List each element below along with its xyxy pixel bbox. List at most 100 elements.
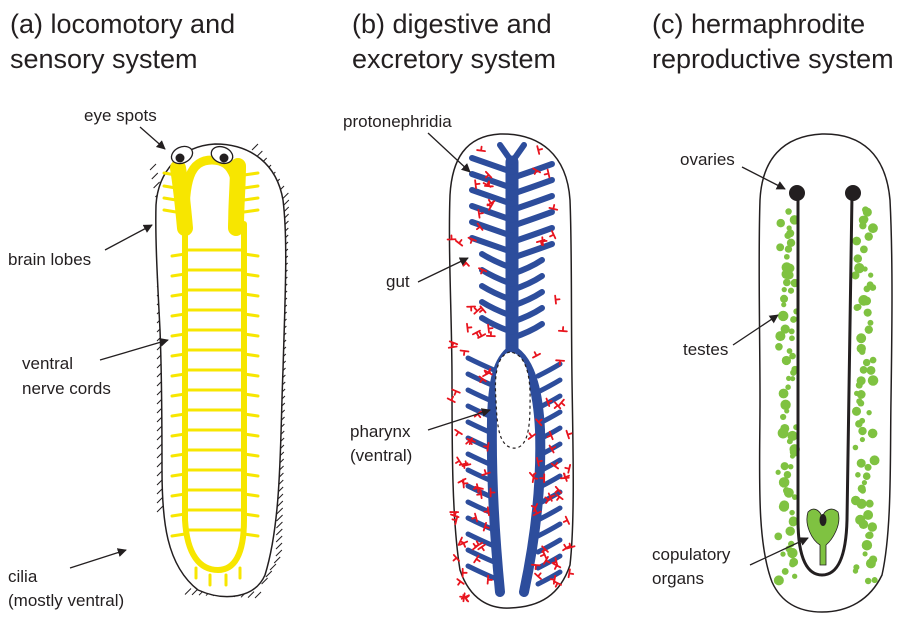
lateral-nerve bbox=[244, 454, 258, 456]
testis-follicle bbox=[775, 343, 783, 351]
testis-follicle bbox=[862, 480, 867, 485]
testis-follicle bbox=[785, 271, 793, 279]
testis-follicle bbox=[782, 356, 791, 365]
testis-follicle bbox=[854, 304, 861, 311]
ovary-right bbox=[845, 185, 861, 201]
panel-a: (a) locomotory and sensory system eye sp… bbox=[8, 9, 289, 610]
testis-follicle bbox=[852, 407, 861, 416]
lateral-nerve bbox=[244, 394, 258, 396]
panel-c: (c) hermaphrodite reproductive system ov… bbox=[652, 9, 894, 612]
testis-follicle bbox=[781, 462, 789, 470]
testis-follicle bbox=[789, 335, 795, 341]
label-ventral-line1: ventral bbox=[22, 354, 73, 373]
brain-nerve bbox=[164, 198, 176, 200]
testis-follicle bbox=[868, 429, 878, 439]
testis-follicle bbox=[862, 540, 872, 550]
brain-nerve bbox=[164, 173, 176, 175]
lateral-nerve bbox=[172, 494, 185, 496]
lateral-nerve bbox=[172, 274, 185, 276]
testis-follicle bbox=[860, 246, 868, 254]
testis-follicle bbox=[857, 459, 866, 468]
testis-follicle bbox=[860, 487, 866, 493]
testis-follicle bbox=[785, 384, 791, 390]
testis-follicle bbox=[783, 279, 791, 287]
label-ventral-line2: nerve cords bbox=[22, 379, 111, 398]
testis-follicle bbox=[789, 510, 795, 516]
testis-follicle bbox=[858, 427, 866, 435]
label-ovaries: ovaries bbox=[680, 150, 735, 169]
testis-follicle bbox=[854, 391, 859, 396]
lateral-nerve bbox=[244, 254, 258, 256]
testis-follicle bbox=[780, 551, 785, 556]
testis-follicle bbox=[862, 296, 871, 305]
label-copulatory-line2: organs bbox=[652, 569, 704, 588]
testis-follicle bbox=[867, 320, 873, 326]
testis-follicle bbox=[870, 357, 877, 364]
pharynx bbox=[495, 352, 530, 448]
testis-follicle bbox=[789, 518, 798, 527]
label-cilia-line1: cilia bbox=[8, 567, 38, 586]
testis-follicle bbox=[865, 578, 872, 585]
testis-follicle bbox=[854, 254, 862, 262]
testis-follicle bbox=[787, 438, 793, 444]
testis-follicle bbox=[863, 551, 868, 556]
testis-follicle bbox=[853, 445, 859, 451]
testis-follicle bbox=[780, 400, 790, 410]
label-gut: gut bbox=[386, 272, 410, 291]
lateral-nerve bbox=[172, 294, 185, 296]
lateral-nerve bbox=[172, 434, 185, 436]
testis-follicle bbox=[863, 472, 871, 480]
cilium bbox=[270, 564, 276, 570]
cilium bbox=[255, 592, 261, 598]
lateral-nerve bbox=[172, 474, 185, 476]
lateral-nerve bbox=[244, 334, 258, 336]
testis-follicle bbox=[790, 316, 797, 323]
protonephridium bbox=[457, 579, 463, 585]
testis-follicle bbox=[855, 420, 862, 427]
testis-follicle bbox=[785, 208, 791, 214]
cilium bbox=[276, 543, 282, 549]
testis-follicle bbox=[859, 349, 865, 355]
testis-follicle bbox=[859, 222, 866, 229]
testis-follicle bbox=[784, 232, 791, 239]
testis-follicle bbox=[865, 232, 873, 240]
cilium bbox=[185, 589, 191, 595]
pointer-eye-spots bbox=[140, 127, 165, 149]
testis-follicle bbox=[856, 333, 866, 343]
label-copulatory-line1: copulatory bbox=[652, 545, 731, 564]
testis-follicle bbox=[780, 295, 788, 303]
testis-follicle bbox=[787, 348, 793, 354]
lateral-nerve bbox=[244, 294, 258, 296]
label-pharynx-line2: (ventral) bbox=[350, 446, 412, 465]
testis-follicle bbox=[860, 366, 868, 374]
testis-follicle bbox=[779, 389, 789, 399]
testis-follicle bbox=[790, 454, 795, 459]
testis-follicle bbox=[788, 288, 794, 294]
lateral-nerve bbox=[172, 354, 185, 356]
testis-follicle bbox=[792, 574, 797, 579]
lateral-nerve bbox=[172, 334, 185, 336]
testis-follicle bbox=[774, 575, 784, 585]
lateral-nerve bbox=[172, 454, 185, 456]
cilium bbox=[276, 529, 282, 535]
cilium bbox=[276, 536, 282, 542]
cilium bbox=[252, 144, 258, 150]
gonopore bbox=[820, 514, 827, 526]
testis-follicle bbox=[869, 555, 877, 563]
label-pharynx-line1: pharynx bbox=[350, 422, 411, 441]
brain-nerve bbox=[244, 198, 258, 200]
panel-b-title-line1: (b) digestive and bbox=[352, 9, 552, 39]
label-brain-lobes: brain lobes bbox=[8, 250, 91, 269]
testis-follicle bbox=[780, 414, 786, 420]
cilium bbox=[276, 522, 282, 528]
cilium bbox=[274, 557, 280, 563]
label-cilia-line2: (mostly ventral) bbox=[8, 591, 124, 610]
panel-a-title-line2: sensory system bbox=[10, 44, 198, 74]
testis-follicle bbox=[776, 243, 784, 251]
lateral-nerve bbox=[172, 374, 185, 376]
testis-follicle bbox=[867, 366, 876, 375]
testis-follicle bbox=[774, 532, 782, 540]
testis-follicle bbox=[784, 254, 790, 260]
testis-follicle bbox=[866, 410, 871, 415]
testis-follicle bbox=[790, 369, 796, 375]
